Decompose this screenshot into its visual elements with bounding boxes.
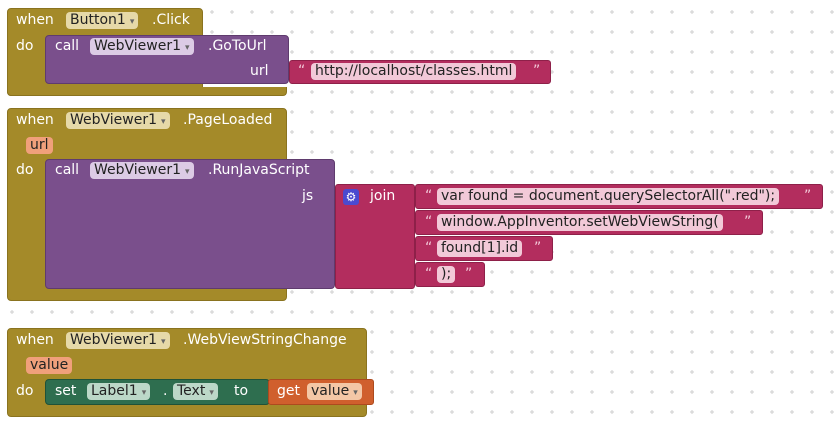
chevron-down-icon: ▾ (353, 388, 358, 398)
text-field-js-1[interactable]: var found = document.querySelectorAll(".… (437, 188, 780, 205)
quote-close: ” (465, 266, 473, 282)
chevron-down-icon: ▾ (209, 388, 214, 398)
event-block-button1-click-bottom (7, 87, 287, 96)
component-name: Label1 (91, 383, 138, 399)
component-dropdown-webviewer1[interactable]: WebViewer1▾ (66, 332, 170, 349)
property-name: Text (177, 383, 206, 399)
set-label: set (55, 383, 77, 399)
to-label: to (234, 383, 249, 399)
quote-open: “ (425, 240, 433, 256)
chevron-down-icon: ▾ (129, 17, 135, 27)
quote-close: ” (804, 188, 812, 204)
component-dropdown-webviewer1[interactable]: WebViewer1▾ (66, 112, 170, 129)
variable-dropdown-value[interactable]: value▾ (307, 383, 362, 400)
call-label: call (55, 38, 80, 54)
do-label: do (16, 38, 34, 54)
get-label: get (277, 383, 300, 399)
quote-open: “ (425, 188, 433, 204)
quote-close: ” (533, 63, 541, 79)
set-block-label1-text[interactable] (45, 379, 270, 405)
event-name-label: .Click (152, 12, 190, 28)
text-field-js-4[interactable]: ); (437, 266, 456, 283)
quote-open: “ (425, 214, 433, 230)
chevron-down-icon: ▾ (185, 43, 190, 53)
join-label: join (370, 188, 396, 204)
component-name: Button1 (70, 12, 126, 28)
do-label: do (16, 162, 34, 178)
when-label: when (16, 12, 54, 28)
chevron-down-icon: ▾ (161, 117, 166, 127)
text-field-js-2[interactable]: window.AppInventor.setWebViewString( (437, 214, 723, 231)
component-dropdown-webviewer1[interactable]: WebViewer1▾ (90, 162, 194, 179)
quote-open: “ (425, 266, 433, 282)
quote-open: “ (298, 63, 306, 79)
component-name: WebViewer1 (70, 332, 158, 348)
property-dropdown-text[interactable]: Text▾ (173, 383, 218, 400)
call-block-runjavascript[interactable] (45, 159, 335, 289)
component-name: WebViewer1 (94, 38, 182, 54)
component-dropdown-webviewer1[interactable]: WebViewer1▾ (90, 38, 194, 55)
component-dropdown-button1[interactable]: Button1▾ (66, 12, 139, 29)
component-name: WebViewer1 (70, 112, 158, 128)
component-name: WebViewer1 (94, 162, 182, 178)
method-name-label: .GoToUrl (208, 38, 267, 54)
variable-name: value (311, 383, 350, 399)
text-field-js-3[interactable]: found[1].id (437, 240, 523, 257)
event-name-label: .PageLoaded (183, 112, 273, 128)
dot-label: . (163, 383, 168, 399)
text-field-url[interactable]: http://localhost/classes.html (311, 63, 517, 80)
method-name-label: .RunJavaScript (208, 162, 310, 178)
js-arg-label: js (302, 188, 314, 204)
url-arg-label: url (250, 63, 269, 79)
quote-close: ” (534, 240, 542, 256)
do-label: do (16, 383, 34, 399)
chevron-down-icon: ▾ (141, 388, 147, 398)
param-url[interactable]: url (26, 137, 53, 154)
quote-close: ” (744, 214, 752, 230)
call-label: call (55, 162, 80, 178)
event-name-label: .WebViewStringChange (183, 332, 347, 348)
chevron-down-icon: ▾ (161, 337, 166, 347)
gear-icon[interactable]: ⚙ (343, 189, 359, 205)
param-value[interactable]: value (26, 357, 73, 374)
when-label: when (16, 332, 54, 348)
component-dropdown-label1[interactable]: Label1▾ (87, 383, 151, 400)
chevron-down-icon: ▾ (185, 167, 190, 177)
when-label: when (16, 112, 54, 128)
